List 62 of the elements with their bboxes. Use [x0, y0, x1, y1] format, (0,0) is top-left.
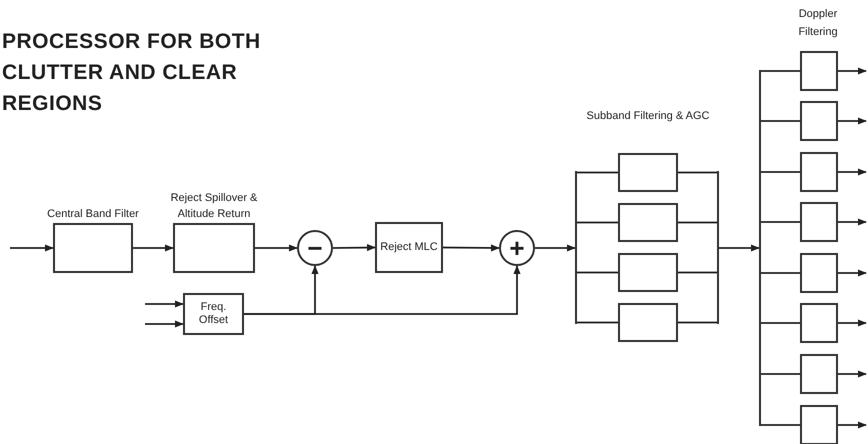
filter-box [800, 303, 838, 343]
arrow [719, 244, 760, 252]
filter-box [183, 293, 244, 335]
connector-line [761, 221, 800, 223]
connector-line [761, 322, 800, 324]
filter-box [800, 253, 838, 293]
stage-heading: Subband Filtering & AGC [586, 109, 710, 124]
bus-line [717, 171, 719, 324]
filter-box [618, 153, 678, 192]
block-label: Freq. Offset [198, 301, 230, 327]
stage-heading: Doppler Filtering [797, 7, 839, 40]
arrow [838, 117, 867, 125]
connector-line [761, 120, 800, 122]
filter-box [800, 152, 838, 192]
filter-box [800, 51, 838, 91]
connector-line [577, 322, 618, 324]
arrow [255, 244, 298, 252]
connector-line [678, 172, 717, 174]
filter-box [618, 253, 678, 292]
connector-line [678, 322, 717, 324]
connector-line [577, 222, 618, 224]
arrow [443, 244, 500, 252]
arrow [838, 421, 867, 429]
arrow [133, 244, 174, 252]
filter-box [618, 203, 678, 242]
arrow [838, 370, 867, 378]
arrow [838, 67, 867, 75]
filter-box [800, 202, 838, 242]
operator-sign: + [509, 235, 525, 261]
filter-box [800, 101, 838, 141]
arrow [838, 218, 867, 226]
arrow [333, 244, 376, 252]
connector-line [761, 373, 800, 375]
arrow [838, 269, 867, 277]
block-label: Reject MLC [380, 241, 438, 254]
connector-line [577, 172, 618, 174]
arrow [838, 168, 867, 176]
connector-line [678, 272, 717, 274]
filter-box [800, 354, 838, 394]
summing-junction [297, 230, 333, 266]
connector-line [761, 424, 800, 426]
summing-junction [499, 230, 535, 266]
filter-box [800, 405, 838, 444]
connector-line [761, 272, 800, 274]
diagram-title: PROCESSOR FOR BOTH CLUTTER AND CLEAR REGIONS [2, 29, 262, 117]
operator-sign: − [307, 235, 323, 261]
arrow [145, 300, 184, 308]
arrow [535, 244, 576, 252]
arrow [145, 320, 184, 328]
connector-line [577, 272, 618, 274]
connector-line [678, 222, 717, 224]
block-heading: Central Band Filter [46, 207, 140, 222]
filter-box [375, 222, 443, 273]
connector-line [761, 70, 800, 72]
bus-line [575, 171, 577, 324]
filter-box [618, 303, 678, 342]
bus-line [759, 70, 761, 426]
arrow [838, 319, 867, 327]
block-heading: Reject Spillover & Altitude Return [170, 191, 258, 222]
arrow [244, 265, 521, 315]
connector-line [761, 171, 800, 173]
arrow [10, 244, 54, 252]
